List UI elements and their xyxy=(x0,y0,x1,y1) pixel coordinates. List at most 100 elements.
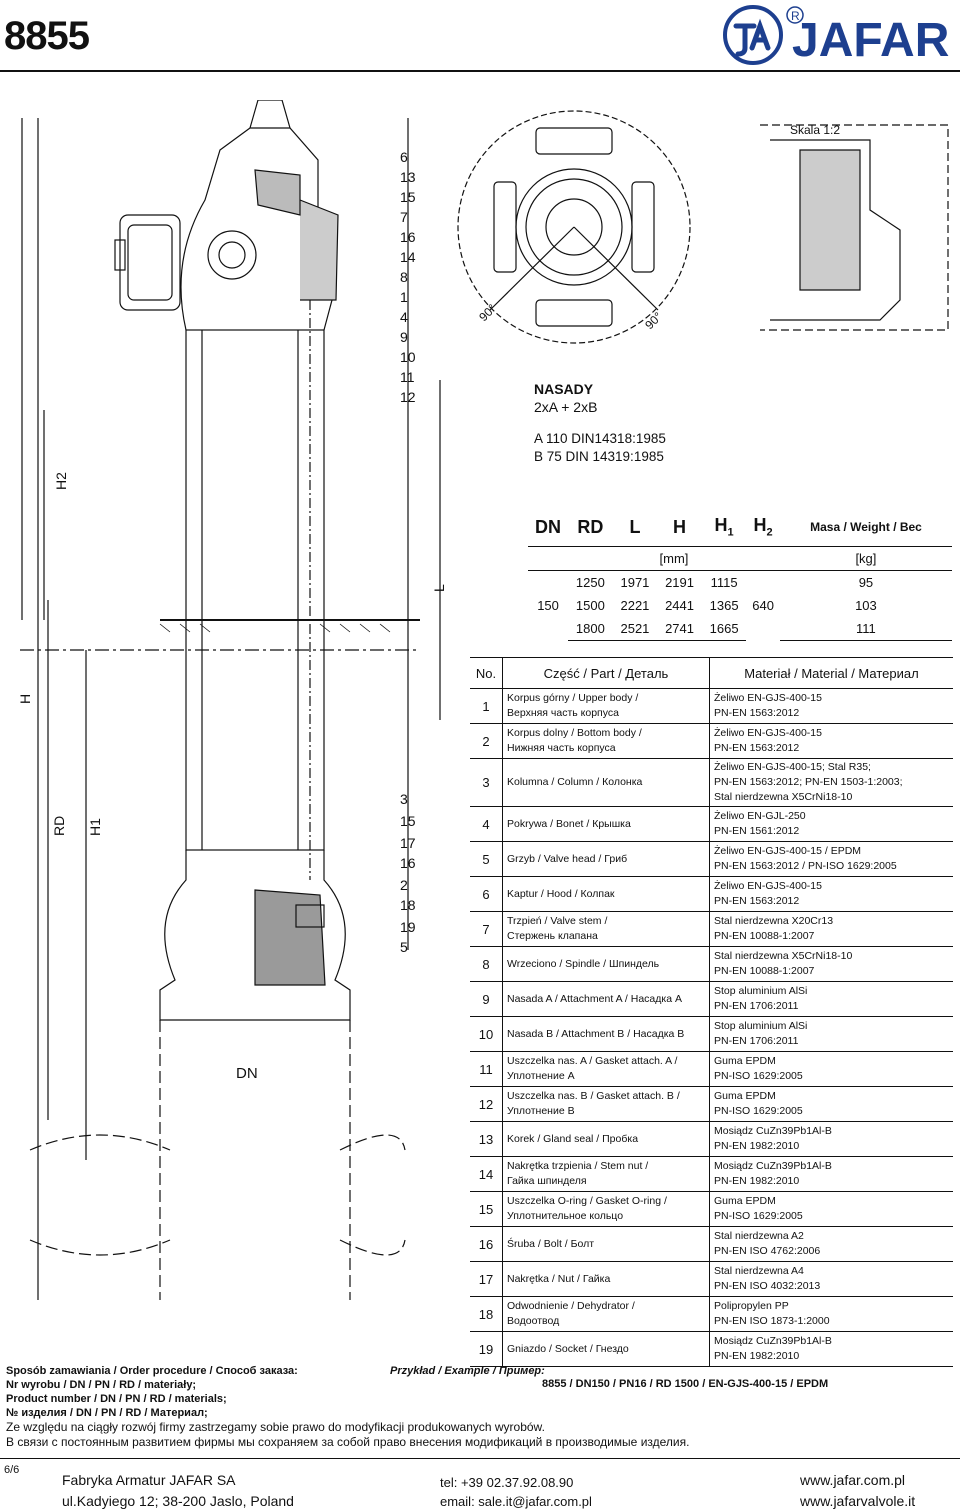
callout: 17 xyxy=(400,835,416,851)
dim-col-h2: H2 xyxy=(746,508,780,547)
part-material: Stal nierdzewna X5CrNi18-10 PN-EN 10088-… xyxy=(709,946,953,982)
part-no: 9 xyxy=(470,981,503,1017)
part-no: 4 xyxy=(470,806,503,842)
rd-value: 1250 xyxy=(575,575,605,590)
notice-ru: В связи с постоянным развитием фирмы мы … xyxy=(6,1435,690,1449)
dn-value: 150 xyxy=(537,598,559,614)
part-no: 2 xyxy=(470,723,503,759)
header-rule xyxy=(0,70,960,72)
h1-value: 1365 xyxy=(709,598,739,613)
part-name: Grzyb / Valve head / Гриб xyxy=(502,841,710,877)
part-no: 7 xyxy=(470,911,503,947)
part-name: Nasada B / Attachment B / Насадка B xyxy=(502,1016,710,1052)
dim-label-dn: DN xyxy=(236,1065,258,1082)
attachments-title: NASADY xyxy=(534,381,594,397)
unit-mm: [mm] xyxy=(568,546,780,571)
product-code: 8855 xyxy=(4,14,90,58)
part-name: Uszczelka nas. B / Gasket attach. B / Уп… xyxy=(502,1086,710,1122)
part-material: Stal nierdzewna A2 PN-EN ISO 4762:2006 xyxy=(709,1226,953,1262)
callouts-upper: 6 13 15 7 16 14 8 1 4 9 10 11 12 xyxy=(400,149,416,405)
l-value: 2221 xyxy=(620,598,650,613)
l-value: 2521 xyxy=(612,617,658,641)
attachments-info: NASADY 2xA + 2xB xyxy=(534,380,597,416)
callout: 4 xyxy=(400,309,408,325)
contact-info: tel: +39 02.37.92.08.90 email: sale.it@j… xyxy=(440,1473,592,1511)
part-material: Guma EPDM PN-ISO 1629:2005 xyxy=(709,1191,953,1227)
part-material: Mosiądz CuZn39Pb1Al-B PN-EN 1982:2010 xyxy=(709,1156,953,1192)
callout: 11 xyxy=(400,369,415,385)
rd-value: 1800 xyxy=(568,617,613,641)
part-name: Nasada A / Attachment A / Насадка A xyxy=(502,981,710,1017)
h-value: 2191 xyxy=(665,575,694,590)
dim-label-h: H xyxy=(17,694,33,704)
dim-label-rd: RD xyxy=(51,816,67,836)
callout: 2 xyxy=(400,877,408,893)
dim-col-h1-letter: H xyxy=(714,515,728,536)
part-no: 6 xyxy=(470,876,503,912)
h-value: 2741 xyxy=(657,617,702,641)
callout: 8 xyxy=(400,269,408,285)
mass-value: 95 xyxy=(858,575,874,590)
callout: 19 xyxy=(400,919,416,935)
notice-pl: Ze względu na ciągły rozwój firmy zastrz… xyxy=(6,1420,545,1434)
h-value: 2441 xyxy=(665,598,694,613)
part-no: 18 xyxy=(470,1296,503,1332)
dim-label-h1: H1 xyxy=(87,818,103,836)
l-value: 1971 xyxy=(620,575,650,590)
part-no: 12 xyxy=(470,1086,503,1122)
footer-rule xyxy=(0,1458,960,1459)
scale-label: Skala 1:2 xyxy=(790,123,840,137)
col-material: Materiał / Material / Материал xyxy=(709,657,953,689)
order-line: Sposób zamawiania / Order procedure / Сп… xyxy=(6,1365,298,1377)
callout: 1 xyxy=(400,289,408,305)
part-no: 15 xyxy=(470,1191,503,1227)
part-no: 19 xyxy=(470,1331,503,1367)
company-name: Fabryka Armatur JAFAR SA xyxy=(62,1472,236,1488)
website-link[interactable]: www.jafar.com.pl xyxy=(800,1472,906,1488)
modification-notice: Ze względu na ciągły rozwój firmy zastrz… xyxy=(6,1420,689,1450)
part-name: Korpus dolny / Bottom body / Нижняя част… xyxy=(502,723,710,759)
email-link[interactable]: email: sale.it@jafar.com.pl xyxy=(440,1494,592,1509)
table-row: 1500 2221 2441 1365 103 xyxy=(528,594,952,617)
col-part: Część / Part / Деталь xyxy=(502,657,710,689)
part-name: Uszczelka nas. A / Gasket attach. A / Уп… xyxy=(502,1051,710,1087)
part-material: Polipropylen PP PN-EN ISO 1873-1:2000 xyxy=(709,1296,953,1332)
callout: 15 xyxy=(400,813,416,829)
rd-value: 1500 xyxy=(575,598,605,613)
part-material: Mosiądz CuZn39Pb1Al-B PN-EN 1982:2010 xyxy=(709,1331,953,1367)
dim-col-h2-sub: 2 xyxy=(766,526,773,539)
part-no: 13 xyxy=(470,1121,503,1157)
part-no: 10 xyxy=(470,1016,503,1052)
part-no: 1 xyxy=(470,688,503,724)
part-name: Nakrętka / Nut / Гайка xyxy=(502,1261,710,1297)
website-link[interactable]: www.jafarvalvole.it xyxy=(800,1493,916,1509)
mass-value: 103 xyxy=(855,598,877,613)
dim-col-h: H xyxy=(657,508,702,547)
callout: 14 xyxy=(400,249,416,265)
mass-value: 111 xyxy=(779,617,952,641)
h1-value: 1665 xyxy=(701,617,747,641)
page-number: 6/6 xyxy=(4,1464,20,1476)
parts-table: No. Część / Part / Деталь Materiał / Mat… xyxy=(470,657,953,1367)
standard-a: A 110 DIN14318:1985 xyxy=(534,431,666,446)
order-line: Nr wyrobu / DN / PN / RD / materiały; xyxy=(6,1379,197,1391)
col-no: No. xyxy=(470,657,503,689)
callout: 7 xyxy=(400,209,408,225)
part-material: Żeliwo EN-GJS-400-15 PN-EN 1563:2012 xyxy=(709,723,953,759)
example-label: Przykład / Example / Пример: xyxy=(390,1365,545,1377)
part-material: Stal nierdzewna A4 PN-EN ISO 4032:2013 xyxy=(709,1261,953,1297)
callout: 12 xyxy=(400,389,416,405)
parts-header-row: No. Część / Part / Деталь Materiał / Mat… xyxy=(470,657,953,689)
part-name: Trzpień / Valve stem / Стержень клапана xyxy=(502,911,710,947)
